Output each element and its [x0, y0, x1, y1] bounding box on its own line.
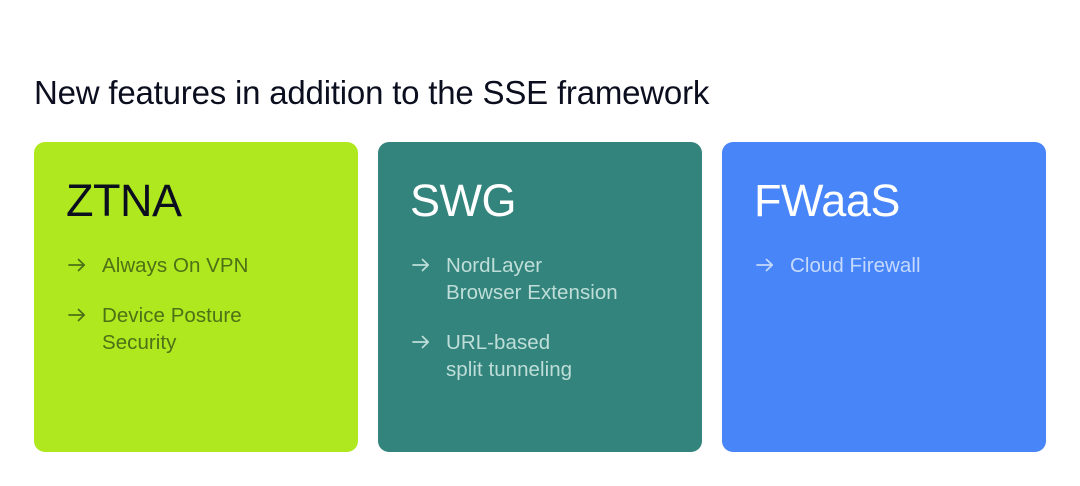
list-item-label: URL-based split tunneling [446, 331, 573, 381]
arrow-right-icon [754, 254, 776, 279]
arrow-right-icon [410, 254, 432, 279]
feature-card-fwaas[interactable]: FWaaS Cloud Firewall [722, 142, 1046, 452]
feature-card-ztna[interactable]: ZTNA Always On VPN D [34, 142, 358, 452]
page-title: New features in addition to the SSE fram… [34, 74, 710, 112]
feature-list-swg: NordLayer Browser Extension URL-based sp… [410, 252, 676, 383]
feature-list-fwaas: Cloud Firewall [754, 252, 1020, 279]
list-item: NordLayer Browser Extension [410, 252, 676, 306]
feature-card-group: ZTNA Always On VPN D [34, 142, 1046, 452]
arrow-right-icon [66, 304, 88, 329]
list-item: URL-based split tunneling [410, 329, 676, 383]
feature-list-ztna: Always On VPN Device Posture Security [66, 252, 332, 356]
list-item: Device Posture Security [66, 302, 332, 356]
card-heading-swg: SWG [410, 175, 517, 226]
list-item-label: Cloud Firewall [790, 254, 921, 277]
list-item: Cloud Firewall [754, 252, 1020, 279]
card-heading-fwaas: FWaaS [754, 175, 900, 226]
arrow-right-icon [66, 254, 88, 279]
list-item-label: Device Posture Security [102, 304, 242, 354]
list-item: Always On VPN [66, 252, 332, 279]
arrow-right-icon [410, 331, 432, 356]
list-item-label: Always On VPN [102, 254, 249, 277]
card-heading-ztna: ZTNA [66, 175, 182, 226]
list-item-label: NordLayer Browser Extension [446, 254, 618, 304]
feature-card-swg[interactable]: SWG NordLayer Browser Extension [378, 142, 702, 452]
